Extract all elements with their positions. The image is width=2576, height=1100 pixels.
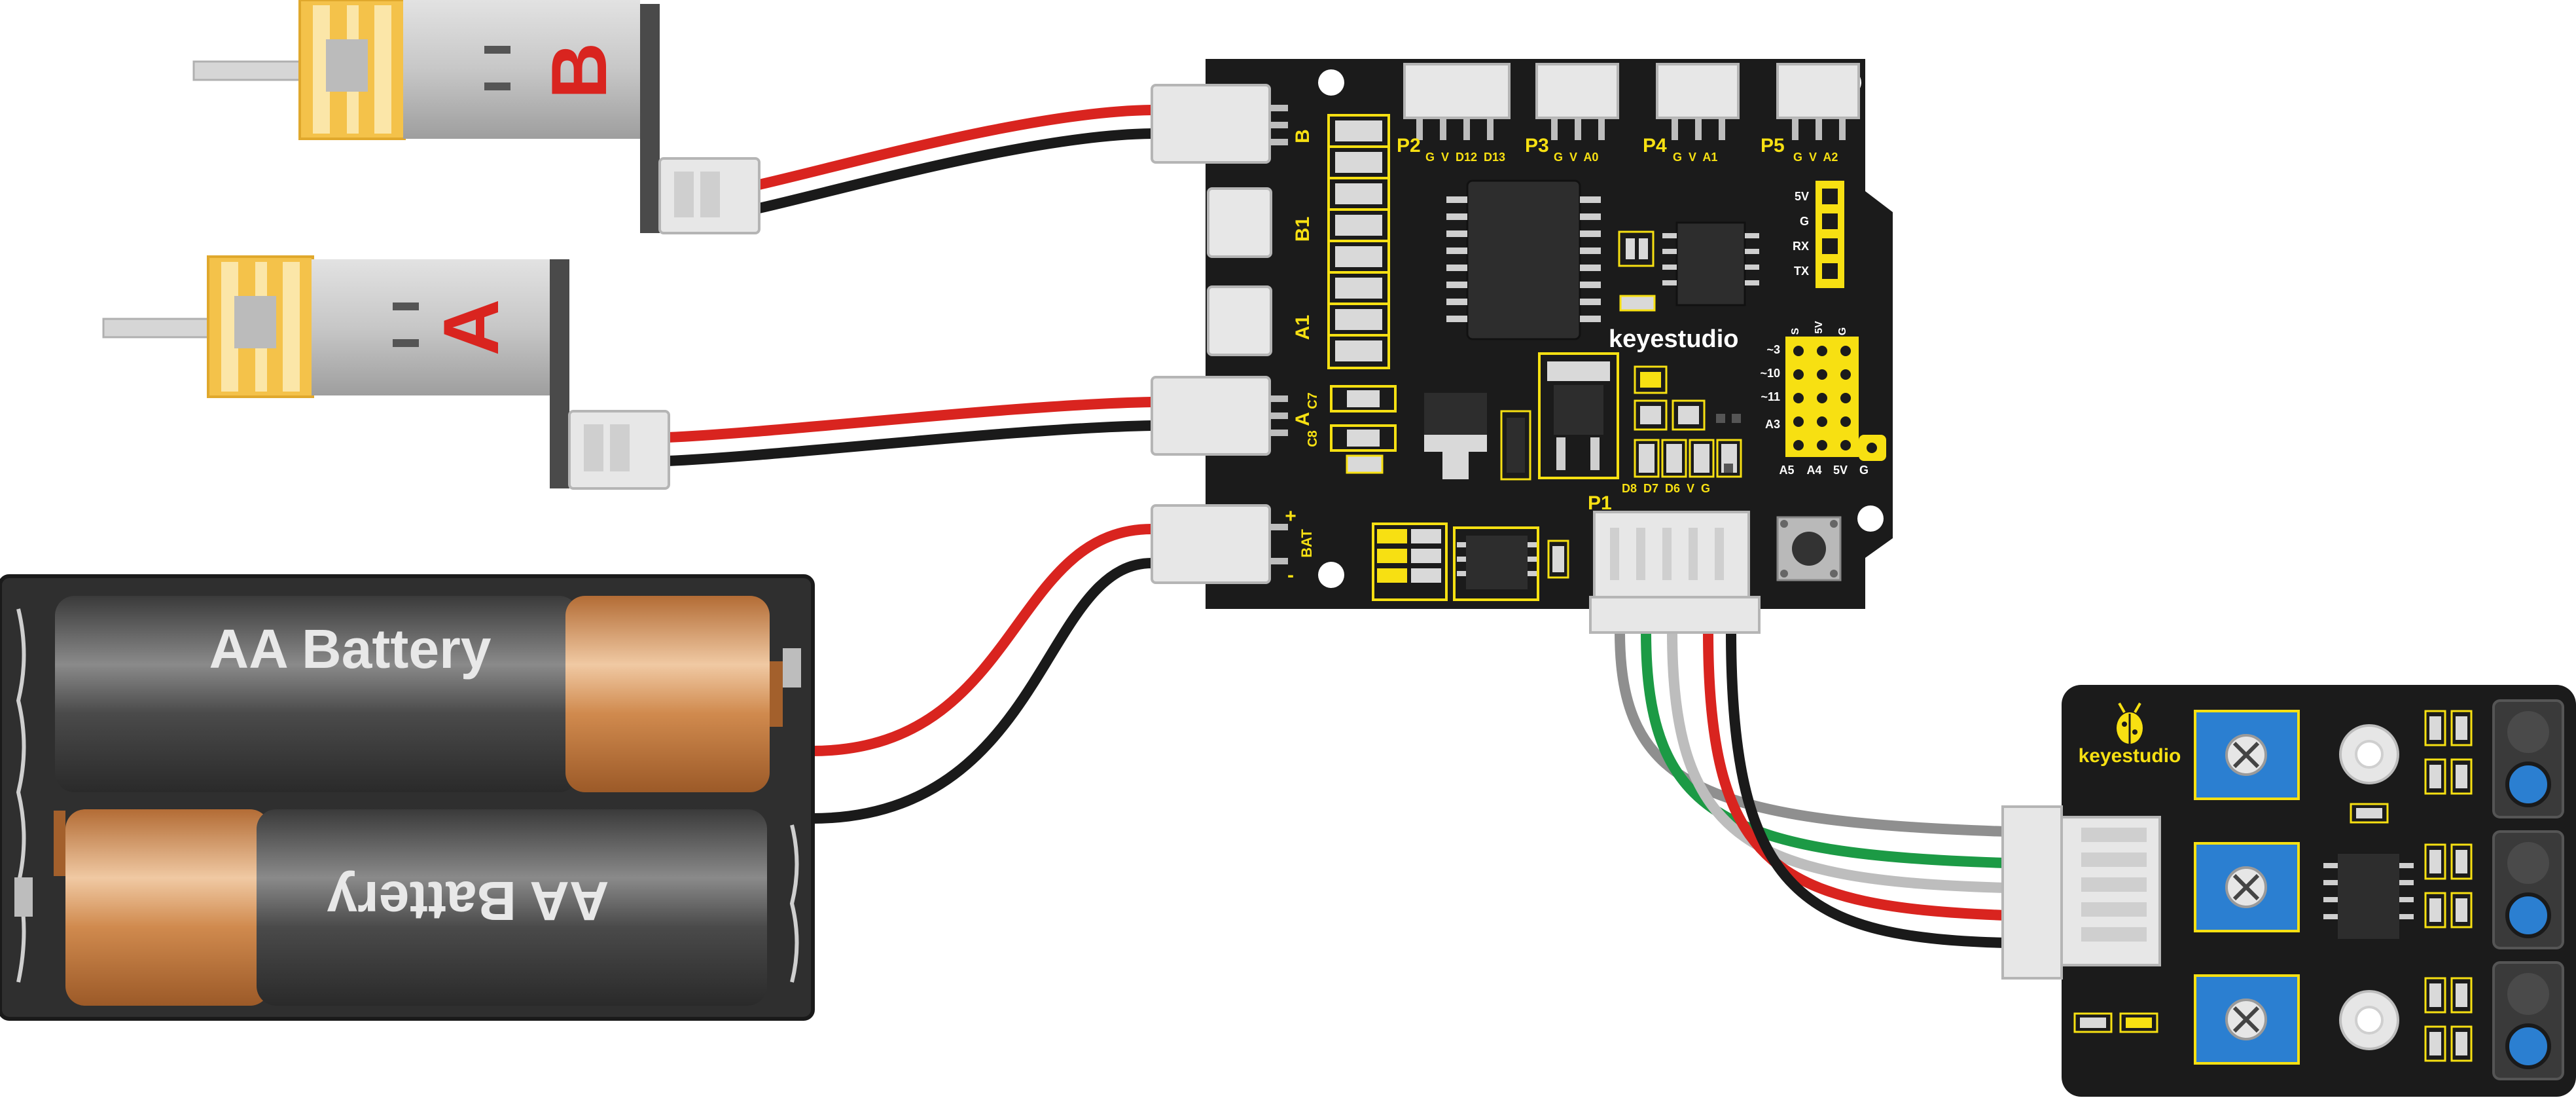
p5-connector bbox=[1776, 63, 1860, 140]
label-p3: P3 bbox=[1525, 135, 1549, 156]
header-top-5v: 5V bbox=[1814, 321, 1825, 334]
line-sensor-board: keyestudio bbox=[2001, 685, 2576, 1097]
resistor-column bbox=[1327, 114, 1390, 369]
wire-motor-b-white bbox=[758, 117, 1153, 201]
motor-b: B bbox=[192, 0, 760, 234]
passives-group bbox=[1634, 365, 1742, 478]
header-top-s: S bbox=[1790, 327, 1801, 335]
pins-p1: D8 D7 D6 V G bbox=[1622, 482, 1710, 495]
header-label-11: ~11 bbox=[1761, 390, 1780, 403]
pins-p3: G V A0 bbox=[1554, 151, 1598, 164]
wire-battery-red bbox=[811, 524, 1153, 756]
battery-holder: AA Battery AA Battery bbox=[0, 574, 815, 1021]
header-bottom-a5: A5 bbox=[1779, 464, 1794, 477]
serial-label-tx: TX bbox=[1794, 265, 1809, 278]
ladybug-logo-icon bbox=[2117, 703, 2143, 744]
indicator-led bbox=[2339, 724, 2399, 784]
battery-top-label: AA Battery bbox=[209, 618, 492, 680]
ir-sensor bbox=[2492, 961, 2564, 1080]
header-top-g: G bbox=[1837, 327, 1848, 335]
label-bat-minus: - bbox=[1287, 564, 1294, 586]
reset-button-icon[interactable] bbox=[1776, 516, 1842, 581]
label-c7: C7 bbox=[1306, 392, 1320, 409]
label-c8: C8 bbox=[1306, 430, 1320, 447]
motor-a-letter: A bbox=[427, 299, 515, 356]
sensor-connector bbox=[2001, 805, 2161, 980]
indicator-led bbox=[2339, 990, 2399, 1050]
label-p2: P2 bbox=[1397, 135, 1421, 156]
label-p5: P5 bbox=[1761, 135, 1785, 156]
io-header-matrix bbox=[1785, 337, 1886, 461]
header-bottom-g: G bbox=[1859, 464, 1869, 477]
battery-port bbox=[1151, 504, 1288, 584]
potentiometer-icon[interactable] bbox=[2194, 710, 2300, 800]
header-label-a3: A3 bbox=[1765, 418, 1780, 431]
label-port-b: B bbox=[1292, 129, 1314, 143]
wire-sensor-white bbox=[1667, 631, 2007, 893]
a1-port bbox=[1207, 285, 1272, 356]
wire-motor-b-red bbox=[758, 105, 1153, 190]
label-port-a: A bbox=[1292, 412, 1314, 426]
wire-sensor-black bbox=[1726, 631, 2007, 948]
sensor-board-brand: keyestudio bbox=[2079, 745, 2181, 767]
wire-battery-white bbox=[811, 548, 1153, 810]
wire-motor-b-black bbox=[758, 128, 1153, 213]
wire-motor-a-red bbox=[667, 397, 1153, 443]
driver-board-brand: keyestudio bbox=[1609, 325, 1739, 353]
ir-sensor bbox=[2492, 830, 2564, 949]
p4-connector bbox=[1656, 63, 1740, 140]
driver-ic bbox=[1446, 179, 1601, 340]
motor-b-endcap bbox=[640, 4, 660, 233]
header-bottom-a4: A4 bbox=[1806, 464, 1821, 477]
motor-a-port bbox=[1151, 376, 1288, 456]
label-p1: P1 bbox=[1588, 492, 1612, 514]
pins-p2: G V D12 D13 bbox=[1425, 151, 1505, 164]
label-bat-plus: + bbox=[1285, 505, 1297, 527]
motor-a-shaft bbox=[102, 318, 216, 339]
motor-a-endcap bbox=[550, 259, 569, 488]
label-port-a1: A1 bbox=[1292, 315, 1314, 340]
serial-label-5v: 5V bbox=[1795, 190, 1809, 203]
motor-b-shaft bbox=[192, 60, 306, 81]
motor-a: A bbox=[102, 255, 670, 490]
label-bat: BAT bbox=[1298, 529, 1315, 558]
wire-battery-black bbox=[811, 558, 1153, 824]
b1-port bbox=[1207, 187, 1272, 258]
header-label-3: ~3 bbox=[1766, 343, 1780, 356]
wire-motor-a-black bbox=[667, 420, 1153, 466]
header-label-10: ~10 bbox=[1760, 367, 1780, 380]
serial-header bbox=[1816, 181, 1844, 288]
serial-label-rx: RX bbox=[1793, 240, 1809, 253]
label-p4: P4 bbox=[1643, 135, 1667, 156]
potentiometer-icon[interactable] bbox=[2194, 974, 2300, 1065]
motor-a-body bbox=[312, 259, 550, 395]
driver-board: B B1 A1 A C7 C8 + BAT - bbox=[1151, 59, 1893, 634]
battery-bottom-label: AA Battery bbox=[327, 870, 609, 932]
p1-connector bbox=[1589, 511, 1761, 634]
wires bbox=[667, 105, 2007, 948]
battery-cell-top: AA Battery bbox=[55, 596, 783, 792]
potentiometer-icon[interactable] bbox=[2194, 842, 2300, 932]
pins-p5: G V A2 bbox=[1793, 151, 1838, 164]
label-port-b1: B1 bbox=[1292, 217, 1314, 242]
wire-motor-a-white bbox=[667, 409, 1153, 454]
serial-label-g: G bbox=[1800, 215, 1809, 228]
battery-cell-bottom: AA Battery bbox=[54, 809, 767, 1006]
motor-b-body bbox=[403, 0, 640, 139]
motor-b-port bbox=[1151, 84, 1288, 164]
p3-connector bbox=[1535, 63, 1619, 140]
motor-b-letter: B bbox=[535, 43, 623, 100]
pins-p4: G V A1 bbox=[1673, 151, 1717, 164]
p2-connector bbox=[1403, 63, 1511, 140]
ir-sensor bbox=[2492, 699, 2564, 818]
header-bottom-5v: 5V bbox=[1833, 464, 1848, 477]
